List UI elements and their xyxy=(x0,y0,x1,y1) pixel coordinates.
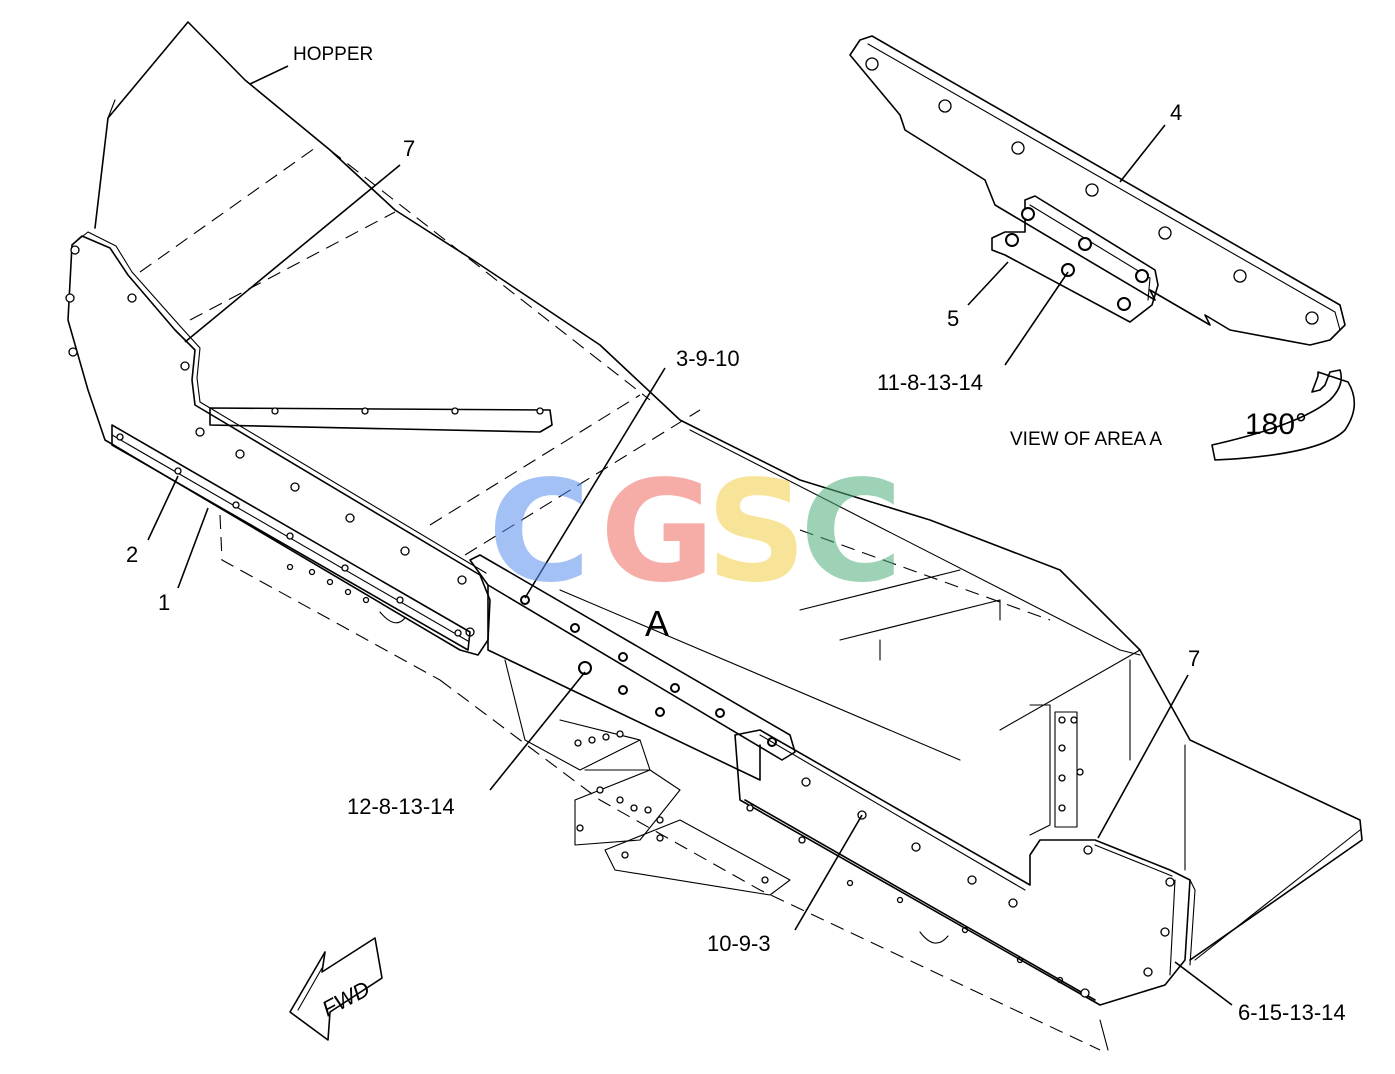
label-part-2: 2 xyxy=(126,542,138,567)
hopper-rail xyxy=(209,407,553,433)
label-rotation-180: 180° xyxy=(1245,408,1307,441)
label-view-of-area-a: VIEW OF AREA A xyxy=(1010,429,1162,450)
hopper-outline xyxy=(94,21,1363,961)
label-part-3-9-10: 3-9-10 xyxy=(676,346,740,371)
watermark-letter-g: G xyxy=(600,451,715,614)
label-part-7-top: 7 xyxy=(403,136,415,161)
label-part-10-9-3: 10-9-3 xyxy=(707,931,771,956)
label-part-6-15-13-14: 6-15-13-14 xyxy=(1238,1000,1346,1025)
label-part-7-right: 7 xyxy=(1188,646,1200,671)
label-part-1: 1 xyxy=(158,590,170,615)
side-plate-right xyxy=(734,704,1196,1006)
watermark-letter-c1: C xyxy=(488,451,591,614)
side-plate-left xyxy=(65,231,491,656)
forward-direction-arrow: FWD xyxy=(289,937,383,1041)
label-part-4: 4 xyxy=(1170,100,1182,125)
callout-labels: HOPPER 7 3-9-10 2 1 A 12-8-13-14 7 10-9-… xyxy=(126,44,1346,1025)
center-plate xyxy=(469,554,796,781)
leader-lines xyxy=(147,65,1233,1006)
label-part-11-8-13-14: 11-8-13-14 xyxy=(877,370,983,395)
strip-plate-1-2 xyxy=(111,424,471,651)
watermark-letter-s: S xyxy=(706,451,807,614)
label-part-5: 5 xyxy=(947,306,959,331)
cgsc-watermark: C G S C xyxy=(488,451,903,614)
fwd-label: FWD xyxy=(318,976,374,1022)
label-area-a: A xyxy=(645,603,669,644)
watermark-letter-c2: C xyxy=(800,451,903,614)
area-a-detail-view xyxy=(849,35,1356,461)
label-hopper: HOPPER xyxy=(293,44,373,65)
label-part-12-8-13-14: 12-8-13-14 xyxy=(347,794,455,819)
